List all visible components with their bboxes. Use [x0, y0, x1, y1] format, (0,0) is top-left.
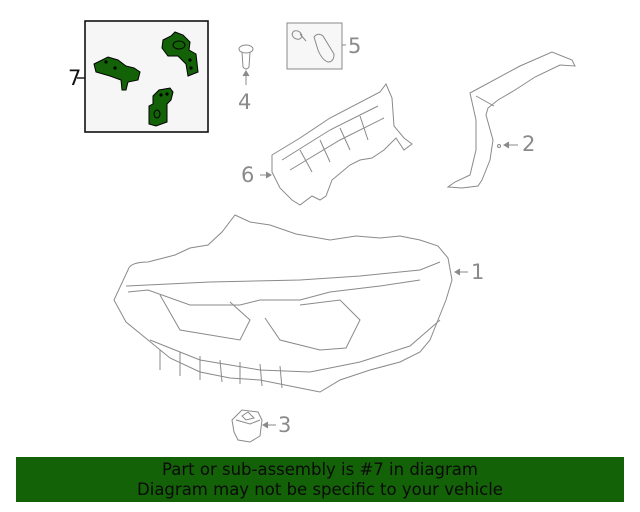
part-1-group[interactable] [113, 214, 468, 393]
info-banner: Part or sub-assembly is #7 in diagram Di… [16, 457, 624, 502]
part-2-group[interactable] [446, 51, 576, 189]
callout-6[interactable]: 6 [241, 163, 255, 187]
callout-5[interactable]: 5 [348, 34, 362, 58]
part-4-group[interactable] [238, 44, 254, 85]
callout-2[interactable]: 2 [522, 132, 536, 156]
callout-4[interactable]: 4 [238, 90, 252, 114]
banner-line-1: Part or sub-assembly is #7 in diagram [162, 460, 478, 479]
banner-line-2: Diagram may not be specific to your vehi… [137, 480, 503, 499]
part-6-group[interactable] [260, 83, 413, 206]
callout-7[interactable]: 7 [68, 66, 82, 90]
part-7-group[interactable] [77, 20, 209, 133]
part-5-group[interactable] [286, 22, 346, 70]
callout-1[interactable]: 1 [471, 260, 485, 284]
callout-3[interactable]: 3 [278, 413, 292, 437]
part-3-group[interactable] [231, 409, 276, 443]
